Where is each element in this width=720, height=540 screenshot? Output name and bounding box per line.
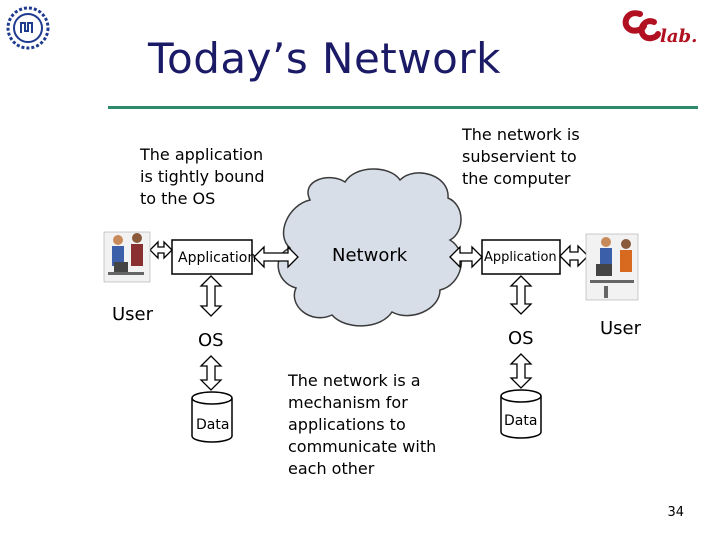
left-os-label: OS [198, 330, 224, 351]
left-user-label: User [112, 304, 154, 325]
user-app-connector-left [149, 240, 173, 260]
right-os-label: OS [508, 328, 534, 349]
svg-text:lab.: lab. [660, 26, 697, 47]
note-application-bound-os: The application is tightly bound to the … [140, 145, 265, 208]
app-os-connector-left [199, 275, 223, 317]
right-data-label: Data [504, 413, 538, 429]
title-underline [108, 106, 698, 109]
os-data-connector-left [199, 355, 223, 391]
network-label: Network [332, 245, 408, 266]
network-cloud [277, 168, 463, 327]
slide-title: Today’s Network [148, 34, 501, 83]
note-network-subservient: The network is subservient to the comput… [462, 125, 580, 188]
university-seal-logo [6, 6, 50, 50]
right-user-label: User [600, 318, 642, 339]
left-application-box [171, 239, 253, 275]
os-data-connector-right [509, 353, 533, 389]
slide-number: 34 [667, 505, 684, 520]
cclab-logo: lab. [618, 6, 714, 48]
app-network-connector-right [449, 245, 483, 269]
right-user-people-icon [585, 233, 639, 301]
left-data-cylinder [191, 391, 233, 443]
right-data-cylinder [500, 389, 542, 439]
left-application-label: Application [178, 250, 257, 266]
right-application-label: Application [484, 250, 557, 265]
app-os-connector-right [509, 275, 533, 315]
note-network-mechanism: The network is a mechanism for applicati… [288, 371, 437, 478]
right-application-box [481, 239, 561, 275]
app-network-connector-left [253, 245, 299, 269]
left-user-people-icon [103, 231, 151, 283]
left-data-label: Data [196, 417, 230, 433]
user-app-connector-right [559, 244, 589, 268]
